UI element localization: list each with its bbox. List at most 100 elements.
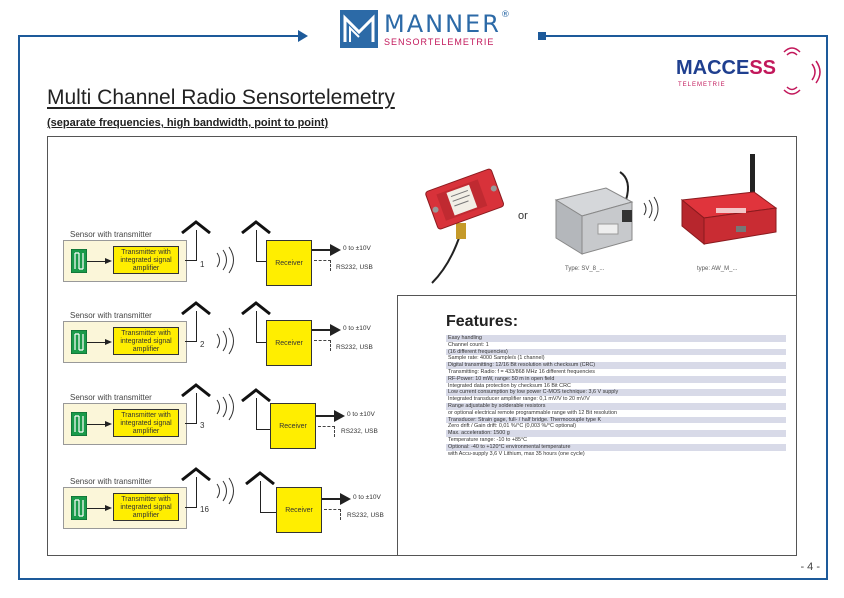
feature-item: Max. acceleration: 1500 g (446, 430, 786, 437)
output-digital-label: RS232, USB (336, 344, 373, 351)
antenna-stem (256, 342, 266, 343)
antenna-stem (185, 507, 197, 508)
frame-arrow-icon (298, 30, 308, 42)
or-label: or (518, 210, 528, 222)
features-list: Easy handling Channel count: 1 (16 diffe… (446, 335, 786, 457)
feature-item: or optional electrical remote programmab… (448, 409, 617, 416)
sensor-label: Sensor with transmitter (70, 477, 152, 486)
frame-line-bottom (18, 578, 828, 580)
manner-logo-mark-icon (340, 10, 378, 48)
antenna-stem (185, 341, 197, 342)
connector-arrow-icon (105, 505, 112, 511)
divider-horizontal (397, 295, 797, 296)
photo-caption: type: AW_M_... (697, 266, 738, 272)
antenna-pole (196, 477, 197, 508)
antenna-pole (196, 230, 197, 261)
digital-link-dashed (324, 509, 341, 520)
output-arrow-icon (340, 493, 351, 505)
output-arrow-icon (330, 244, 341, 256)
antenna-pole (256, 230, 257, 262)
frame-line-left (18, 35, 20, 580)
manner-logo: MANNER® SENSORTELEMETRIE (340, 10, 510, 60)
channel-number: 1 (200, 260, 205, 269)
strain-gauge-icon (71, 496, 87, 520)
strain-gauge-icon (71, 412, 87, 436)
digital-link-dashed (318, 426, 335, 437)
digital-link-dashed (314, 260, 331, 271)
frame-line-right (826, 35, 828, 580)
feature-item: Integrated transducer amplifier range: 0… (448, 396, 590, 403)
output-line (316, 415, 336, 417)
wireless-signal-icon (783, 47, 821, 95)
transmitter-node: Transmitter with integrated signal ampli… (113, 327, 179, 355)
logo-subtitle: SENSORTELEMETRIE (384, 37, 495, 47)
connector-line (87, 342, 107, 343)
feature-item: Transducer: Strain gage, full- / half br… (446, 416, 786, 424)
maccess-ss: SS (749, 57, 777, 79)
maccess-sub: TELEMETRIE (678, 82, 726, 88)
feature-item: Sample rate: 4000 Sample/s (1 channel) (448, 355, 545, 362)
digital-link-dashed (314, 340, 331, 351)
output-line (312, 249, 332, 251)
antenna-stem (256, 429, 270, 430)
diagram-frame (47, 136, 797, 556)
receiver-node: Receiver (266, 320, 312, 366)
antenna-pole (256, 311, 257, 343)
output-analog-label: 0 to ±10V (343, 325, 371, 332)
antenna-icon (241, 220, 271, 234)
output-analog-label: 0 to ±10V (347, 411, 375, 418)
connector-arrow-icon (105, 421, 112, 427)
photo-caption: Type: SV_8_... (565, 266, 605, 272)
feature-item: with Accu-supply 3,6 V Lithium, max 35 h… (448, 450, 585, 457)
page-number: - 4 - (800, 561, 820, 573)
connector-arrow-icon (105, 339, 112, 345)
output-line (312, 329, 332, 331)
antenna-stem (256, 261, 266, 262)
feature-item: Range adjustable by solderable resistors (446, 402, 786, 410)
antenna-pole (260, 481, 261, 513)
sensor-label: Sensor with transmitter (70, 230, 152, 239)
antenna-pole (196, 393, 197, 424)
strain-gauge-icon (71, 249, 87, 273)
feature-item: Easy handling (446, 335, 786, 342)
maccess-main: MACCE (676, 57, 750, 79)
output-arrow-icon (334, 410, 345, 422)
logo-name: MANNER (384, 10, 501, 38)
feature-item: Channel count: 1 (448, 341, 489, 348)
transmitter-device-photo (425, 168, 505, 284)
features-panel: Features: Easy handling Channel count: 1… (424, 313, 786, 518)
output-arrow-icon (330, 324, 341, 336)
radio-waves-icon (216, 327, 234, 355)
page-subtitle: (separate frequencies, high bandwidth, p… (47, 117, 329, 129)
sv-device-photo (554, 171, 634, 255)
feature-item: Zero drift / Gain drift: 0,01 %/°C (0,00… (448, 423, 577, 430)
antenna-stem (260, 512, 276, 513)
connector-arrow-icon (105, 258, 112, 264)
connector-line (87, 424, 107, 425)
output-analog-label: 0 to ±10V (343, 245, 371, 252)
logo-registered: ® (500, 10, 512, 20)
output-digital-label: RS232, USB (336, 264, 373, 271)
frame-square-icon (538, 32, 546, 40)
channel-number: 2 (200, 340, 205, 349)
output-digital-label: RS232, USB (347, 512, 384, 519)
output-digital-label: RS232, USB (341, 428, 378, 435)
maccess-logo: MACCESS TELEMETRIE (676, 42, 826, 102)
radio-waves-icon (643, 196, 659, 222)
antenna-icon (245, 471, 275, 485)
channel-number: 16 (200, 505, 209, 514)
antenna-icon (181, 467, 211, 481)
frame-line-top-left (18, 35, 300, 37)
transmitter-node: Transmitter with integrated signal ampli… (113, 246, 179, 274)
strain-gauge-icon (71, 330, 87, 354)
antenna-stem (185, 423, 197, 424)
sensor-label: Sensor with transmitter (70, 393, 152, 402)
receiver-node: Receiver (276, 487, 322, 533)
channel-number: 3 (200, 421, 205, 430)
antenna-pole (196, 311, 197, 342)
radio-waves-icon (216, 246, 234, 274)
connector-line (87, 261, 107, 262)
aw-device-photo (680, 154, 778, 246)
receiver-node: Receiver (270, 403, 316, 449)
antenna-pole (256, 398, 257, 430)
